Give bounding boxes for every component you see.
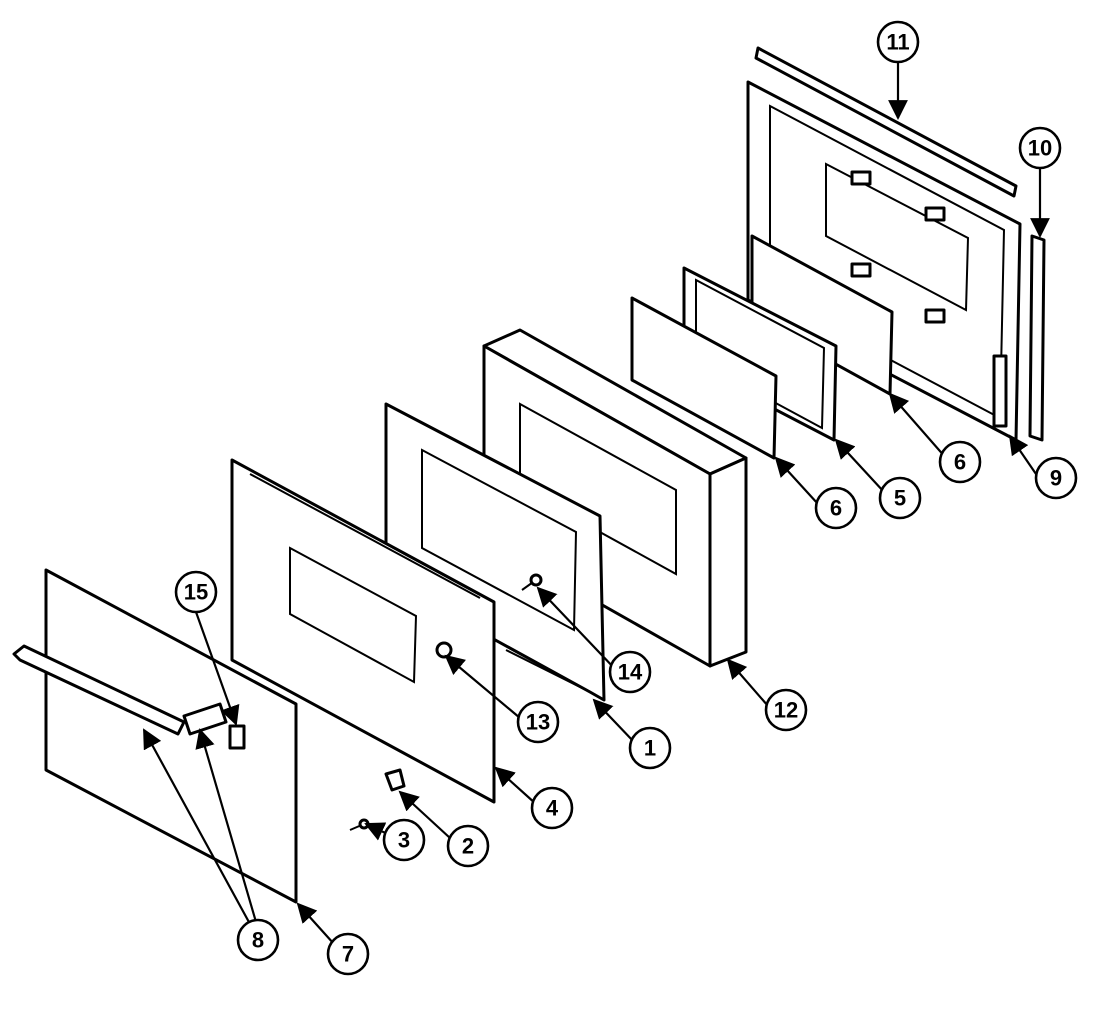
callout-10: 10 bbox=[1018, 126, 1062, 170]
callout-8-label: 8 bbox=[252, 928, 264, 953]
top-trim-strip bbox=[754, 46, 1018, 198]
callout-6-front: 6 bbox=[814, 486, 858, 530]
callout-11-label: 11 bbox=[886, 30, 909, 55]
callout-5-label: 5 bbox=[894, 486, 906, 511]
callout-12-label: 12 bbox=[774, 698, 798, 723]
screw-3 bbox=[349, 818, 370, 831]
callout-2: 2 bbox=[446, 824, 490, 868]
front-glass-panel bbox=[630, 296, 778, 460]
callout-14-label: 14 bbox=[618, 660, 643, 685]
side-strip bbox=[1028, 234, 1046, 442]
callout-15: 15 bbox=[174, 570, 218, 614]
callout-10-label: 10 bbox=[1028, 136, 1052, 161]
callout-5: 5 bbox=[878, 476, 922, 520]
callout-3: 3 bbox=[382, 818, 426, 862]
callout-9-label: 9 bbox=[1050, 466, 1062, 491]
callout-7-label: 7 bbox=[342, 942, 354, 967]
outer-door-panel bbox=[230, 458, 496, 804]
insulation-box bbox=[482, 328, 748, 668]
callout-13-label: 13 bbox=[526, 710, 550, 735]
callout-8: 8 bbox=[236, 918, 280, 962]
callout-6-rear-label: 6 bbox=[954, 450, 966, 475]
leader-lines bbox=[143, 62, 1050, 945]
callout-6-rear: 6 bbox=[938, 440, 982, 484]
callout-3-label: 3 bbox=[398, 828, 410, 853]
callout-12: 12 bbox=[764, 688, 808, 732]
handle-bracket bbox=[228, 724, 246, 750]
callout-11: 11 bbox=[876, 20, 920, 64]
inner-door-liner bbox=[746, 80, 1022, 442]
screw-14 bbox=[521, 573, 543, 591]
callout-4-label: 4 bbox=[546, 796, 559, 821]
callout-6-front-label: 6 bbox=[830, 496, 842, 521]
callout-2-label: 2 bbox=[462, 834, 474, 859]
callout-1-label: 1 bbox=[644, 736, 656, 761]
callout-14: 14 bbox=[608, 650, 652, 694]
knob bbox=[384, 768, 406, 792]
callout-9: 9 bbox=[1034, 456, 1078, 500]
callout-13: 13 bbox=[516, 700, 560, 744]
callout-15-label: 15 bbox=[184, 580, 208, 605]
callout-1: 1 bbox=[628, 726, 672, 770]
callout-7: 7 bbox=[326, 932, 370, 976]
callout-4: 4 bbox=[530, 786, 574, 830]
